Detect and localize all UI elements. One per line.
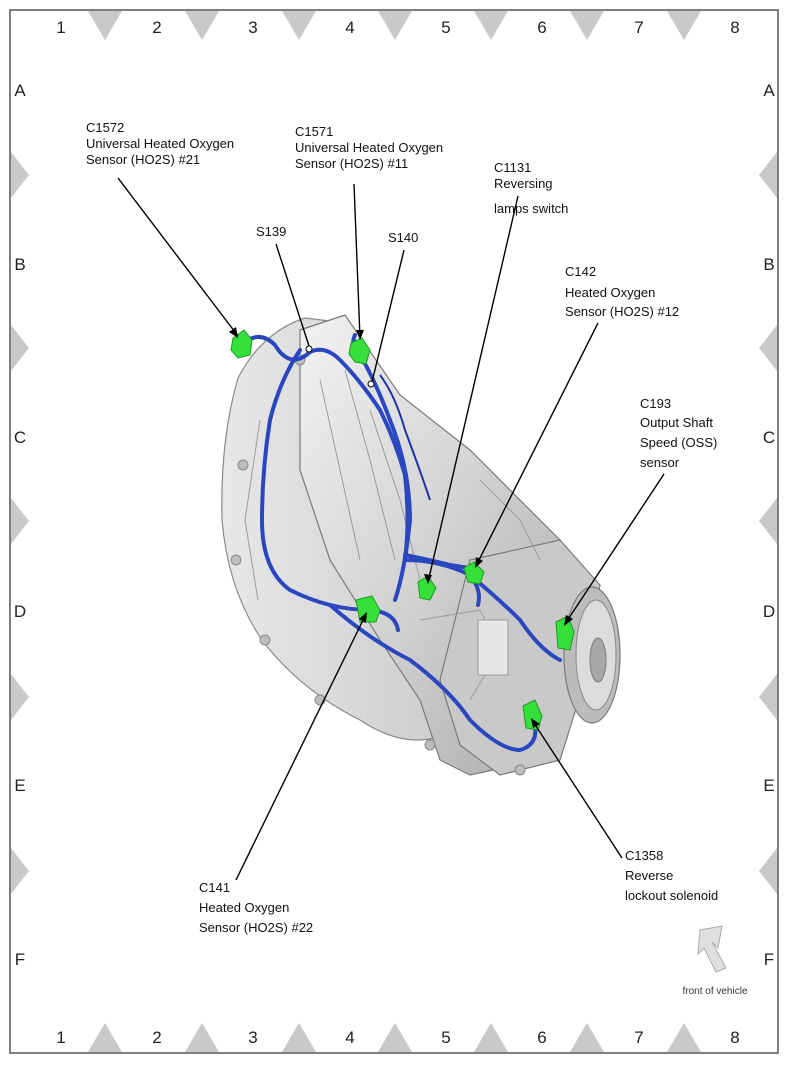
callout-code: S139 [256, 224, 286, 239]
callout-c1358: C1358 Reverse lockout solenoid [625, 848, 718, 903]
callout-code: C141 [199, 880, 230, 895]
output-flange [563, 586, 621, 724]
callout-code: S140 [388, 230, 418, 245]
column-label: 4 [345, 18, 354, 37]
callout-line: Universal Heated Oxygen [86, 136, 234, 151]
column-label: 3 [248, 1028, 257, 1047]
row-labels-left: A B C D E F [14, 81, 26, 969]
column-label: 8 [730, 1028, 739, 1047]
row-label: C [763, 428, 775, 447]
column-label: 5 [441, 1028, 450, 1047]
callout-c142: C142 Heated Oxygen Sensor (HO2S) #12 [565, 264, 679, 319]
splice-s140 [367, 380, 375, 388]
row-label: F [15, 950, 25, 969]
front-of-vehicle-label: front of vehicle [682, 986, 747, 997]
column-label: 3 [248, 18, 257, 37]
callout-code: C1131 [494, 160, 531, 175]
callout-code: C1571 [295, 124, 333, 139]
row-label: E [763, 776, 774, 795]
callout-line: Heated Oxygen [199, 900, 289, 915]
row-label: C [14, 428, 26, 447]
row-label: D [14, 602, 26, 621]
leader-lines [117, 177, 665, 881]
callout-c141: C141 Heated Oxygen Sensor (HO2S) #22 [199, 880, 313, 935]
callout-line: Reversing [494, 176, 553, 191]
row-label: E [14, 776, 25, 795]
top-grid-markers [88, 11, 701, 40]
callout-c1131: C1131 Reversing lamps switch [494, 160, 568, 216]
callout-code: C1358 [625, 848, 663, 863]
callout-c1571: C1571 Universal Heated Oxygen Sensor (HO… [295, 124, 443, 171]
right-grid-markers [759, 152, 777, 894]
column-label: 2 [152, 18, 161, 37]
callout-line: lockout solenoid [625, 888, 718, 903]
column-label: 7 [634, 1028, 643, 1047]
callout-s140: S140 [388, 230, 418, 245]
row-label: A [14, 81, 26, 100]
callout-line: Heated Oxygen [565, 285, 655, 300]
row-label: D [763, 602, 775, 621]
row-labels-right: A B C D E F [763, 81, 775, 969]
callout-c1572: C1572 Universal Heated Oxygen Sensor (HO… [86, 120, 234, 167]
connector-c1572 [230, 329, 253, 359]
column-labels-top: 1 2 3 4 5 6 7 8 [56, 18, 739, 37]
connector-c141 [355, 595, 381, 623]
callout-code: C193 [640, 396, 671, 411]
diagram-frame [9, 9, 779, 1054]
column-label: 1 [56, 1028, 65, 1047]
connector-c1571 [348, 337, 371, 365]
callout-line: sensor [640, 455, 680, 470]
column-label: 2 [152, 1028, 161, 1047]
splice-s139 [305, 345, 313, 353]
callout-c193: C193 Output Shaft Speed (OSS) sensor [640, 396, 717, 470]
callout-code: C142 [565, 264, 596, 279]
bottom-grid-markers [88, 1023, 701, 1052]
callout-line: Sensor (HO2S) #22 [199, 920, 313, 935]
column-label: 1 [56, 18, 65, 37]
callout-line: Sensor (HO2S) #12 [565, 304, 679, 319]
row-label: F [764, 950, 774, 969]
row-label: A [763, 81, 775, 100]
connector-c142 [463, 561, 485, 585]
column-label: 7 [634, 18, 643, 37]
left-grid-markers [11, 152, 29, 894]
front-of-vehicle-indicator: front of vehicle [682, 925, 748, 997]
callout-line: Sensor (HO2S) #11 [295, 156, 408, 171]
column-labels-bottom: 1 2 3 4 5 6 7 8 [56, 1028, 739, 1047]
callout-code: C1572 [86, 120, 124, 135]
column-label: 5 [441, 18, 450, 37]
callout-line: lamps switch [494, 201, 568, 216]
callout-s139: S139 [256, 224, 286, 239]
column-label: 8 [730, 18, 739, 37]
callout-line: Reverse [625, 868, 673, 883]
column-label: 6 [537, 18, 546, 37]
callout-line: Speed (OSS) [640, 435, 717, 450]
column-label: 6 [537, 1028, 546, 1047]
row-label: B [14, 255, 25, 274]
direction-arrow-icon [697, 925, 727, 973]
callout-line: Output Shaft [640, 415, 713, 430]
row-label: B [763, 255, 774, 274]
column-label: 4 [345, 1028, 354, 1047]
callout-line: Sensor (HO2S) #21 [86, 152, 200, 167]
callout-line: Universal Heated Oxygen [295, 140, 443, 155]
